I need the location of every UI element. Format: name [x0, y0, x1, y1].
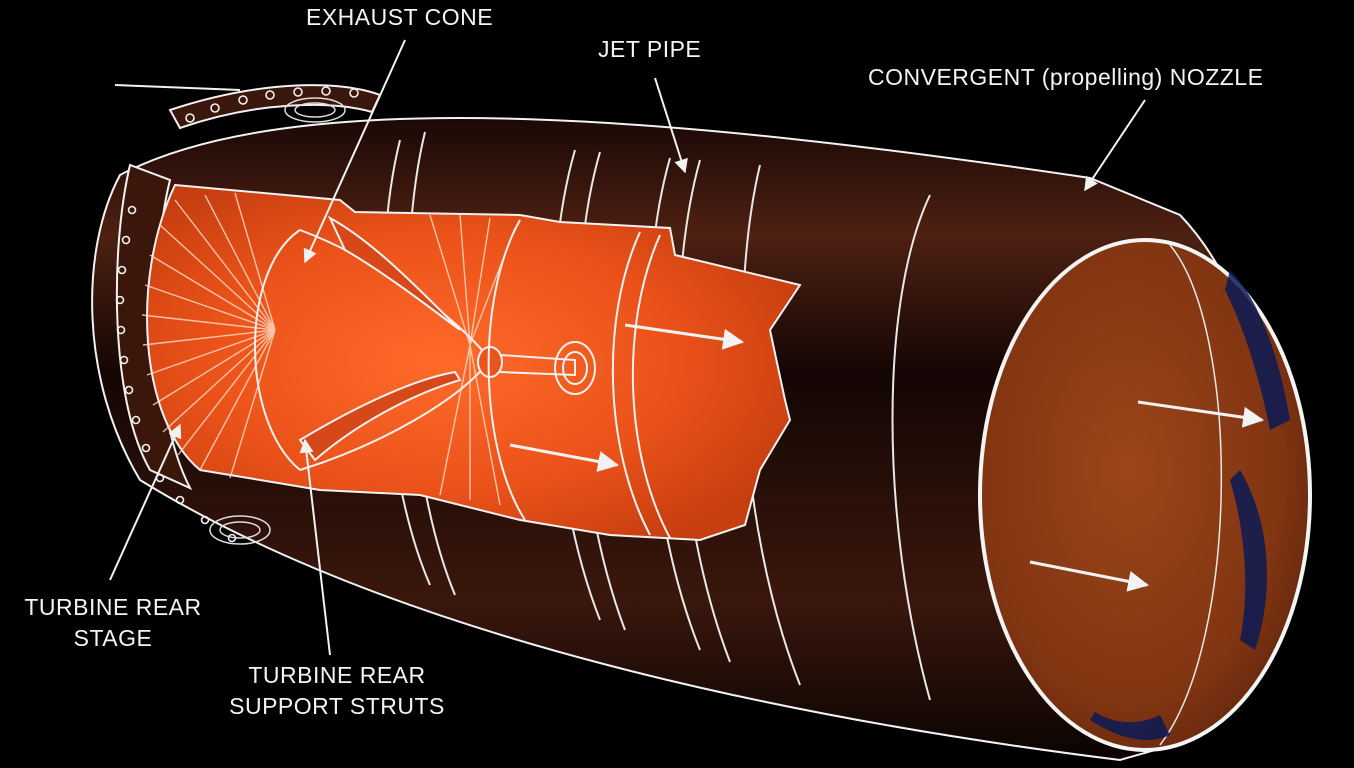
label-turbine-rear-stage: TURBINE REAR STAGE — [8, 592, 218, 654]
support-struts — [298, 215, 462, 462]
label-turbine-rear-stage-line2: STAGE — [73, 625, 153, 651]
label-jet-pipe: JET PIPE — [598, 36, 702, 62]
label-turbine-rear-support-struts: TURBINE REAR SUPPORT STRUTS — [212, 660, 462, 722]
label-support-struts-line2: SUPPORT STRUTS — [229, 693, 445, 719]
label-exhaust-cone: EXHAUST CONE — [306, 4, 494, 30]
cutaway-rings — [487, 219, 671, 539]
label-support-struts-line1: TURBINE REAR — [248, 662, 426, 688]
convergent-nozzle — [978, 238, 1312, 752]
label-convergent-nozzle: CONVERGENT (propelling) NOZZLE — [868, 64, 1264, 90]
label-turbine-rear-stage-line1: TURBINE REAR — [24, 594, 202, 620]
leader-lines — [109, 39, 1146, 656]
flow-arrows — [509, 323, 1265, 592]
